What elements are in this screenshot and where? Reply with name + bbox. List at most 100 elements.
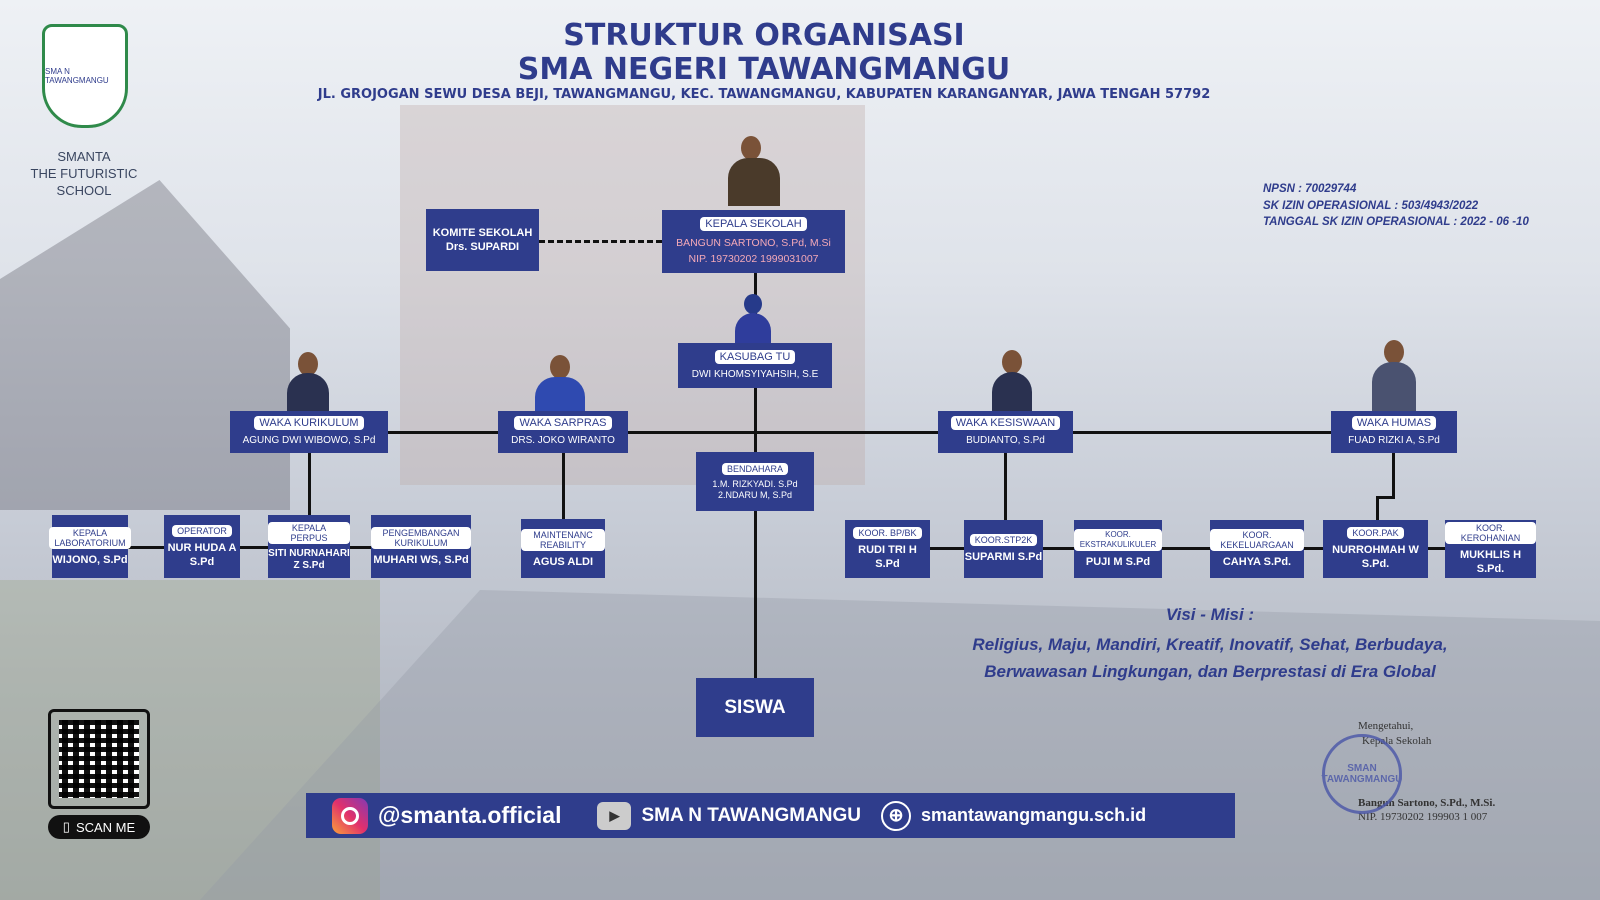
sk-izin: SK IZIN OPERASIONAL : 503/4943/2022 [1263, 199, 1479, 212]
role-label: WAKA SARPRAS [514, 416, 612, 430]
scan-label: SCAN ME [75, 819, 136, 835]
siswa-box: SISWA [696, 678, 814, 737]
background-building-left [0, 180, 290, 510]
scan-me-badge: ▯ SCAN ME [48, 815, 150, 839]
role-label: MAINTENANC REABILITY [521, 528, 605, 551]
waka-horizontal-line [388, 431, 1331, 434]
person-name: AGUNG DWI WIBOWO, S.Pd [242, 435, 376, 446]
person-name: 2.NDARU M, S.Pd [717, 489, 793, 500]
person-name: CAHYA S.Pd. [1222, 556, 1292, 568]
maintenance-box: MAINTENANC REABILITY AGUS ALDI [521, 519, 605, 578]
stamp-text: SMAN TAWANGMANGU [1321, 763, 1403, 785]
background-building [400, 105, 865, 485]
kasubag-box: KASUBAG TU DWI KHOMSYIYAHSIH, S.E [678, 343, 832, 388]
sk-date: TANGGAL SK IZIN OPERASIONAL : 2022 - 06 … [1263, 216, 1529, 228]
role-label: KOOR. KEKELUARGAAN [1210, 529, 1304, 551]
avatar-waka-kesiswaan [992, 348, 1032, 411]
role-label: KEPALA SEKOLAH [700, 217, 807, 231]
motto-line: SMANTA [57, 149, 111, 164]
school-info: NPSN : 70029744 SK IZIN OPERASIONAL : 50… [1263, 181, 1529, 231]
person-name: AGUS ALDI [532, 555, 594, 568]
role-label: KOMITE SEKOLAH [432, 227, 533, 239]
qr-code[interactable] [48, 709, 150, 809]
komite-sekolah-box: KOMITE SEKOLAH Drs. SUPARDI [426, 209, 539, 271]
school-motto: SMANTA THE FUTURISTIC SCHOOL [14, 148, 154, 199]
role-label: WAKA KURIKULUM [254, 416, 364, 430]
koor-kerohanian-box: KOOR. KEROHANIAN MUKHLIS H S.Pd. [1445, 520, 1536, 578]
website-link[interactable]: ⊕ smantawangmangu.sch.id [881, 800, 1147, 831]
role-label: WAKA KESISWAAN [950, 416, 1061, 430]
person-name: MUHARI WS, S.Pd [373, 553, 469, 566]
koor-stp2k-box: KOOR.STP2K SUPARMI S.Pd [964, 520, 1043, 578]
visi-misi: Visi - Misi : Religius, Maju, Mandiri, K… [930, 605, 1490, 685]
youtube-channel: SMA N TAWANGMANGU [641, 804, 862, 826]
signature-nip: NIP. 19730202 199903 1 007 [1358, 811, 1488, 823]
avatar-kepala-sekolah [728, 134, 780, 208]
person-name: WIJONO, S.Pd [52, 553, 128, 566]
person-name: FUAD RIZKI A, S.Pd [1348, 435, 1440, 446]
youtube-icon: ▶ [597, 801, 632, 830]
page-title: STRUKTUR ORGANISASI [563, 18, 965, 53]
person-name: MUKHLIS H S.Pd. [1459, 549, 1522, 575]
role-label: KOOR. BP/BK [853, 527, 922, 539]
role-label: KOOR.PAK [1347, 527, 1404, 539]
avatar-waka-humas [1372, 338, 1416, 411]
role-label: KEPALA LABORATORIUM [49, 526, 131, 549]
website-url: smantawangmangu.sch.id [921, 805, 1147, 825]
waka-humas-box: WAKA HUMAS FUAD RIZKI A, S.Pd [1331, 411, 1457, 453]
role-label: BENDAHARA [721, 462, 788, 475]
komite-connector [539, 240, 662, 243]
waka-kurikulum-box: WAKA KURIKULUM AGUNG DWI WIBOWO, S.Pd [230, 411, 388, 453]
npsn: NPSN : 70029744 [1263, 183, 1357, 195]
person-name: NURROHMAH W S.Pd. [1332, 544, 1419, 570]
person-name: DRS. JOKO WIRANTO [511, 435, 615, 446]
role-label: KOOR. EKSTRAKULIKULER [1074, 529, 1162, 551]
person-name: DWI KHOMSYIYAHSIH, S.E [691, 368, 819, 380]
humas-connector [1392, 453, 1395, 498]
humas-connector [1376, 496, 1395, 499]
logo-text: SMA N TAWANGMANGU [45, 67, 109, 85]
koor-bpbk-box: KOOR. BP/BK RUDI TRI H S.Pd [845, 520, 930, 578]
role-label: WAKA HUMAS [1351, 416, 1437, 430]
signature-known: Mengetahui, [1358, 720, 1414, 732]
koor-kekeluargaan-box: KOOR. KEKELUARGAAN CAHYA S.Pd. [1210, 520, 1304, 578]
role-label: KOOR. KEROHANIAN [1445, 522, 1536, 544]
person-name: BUDIANTO, S.Pd [966, 435, 1045, 446]
kurikulum-connector [308, 453, 311, 515]
kepala-lab-box: KEPALA LABORATORIUM WIJONO, S.Pd [49, 515, 131, 578]
visi-heading: Visi - Misi : [1165, 605, 1255, 624]
waka-sarpras-box: WAKA SARPRAS DRS. JOKO WIRANTO [498, 411, 628, 453]
person-nip: NIP. 19730202 1999031007 [688, 253, 819, 265]
koor-pak-box: KOOR.PAK NURROHMAH W S.Pd. [1323, 520, 1428, 578]
school-name: SMA NEGERI TAWANGMANGU [517, 52, 1011, 87]
instagram-icon [332, 797, 368, 834]
instagram-link[interactable]: @smanta.official [332, 797, 562, 834]
role-label: KOOR.STP2K [969, 534, 1038, 546]
person-name: SITI NURNAHARI Z S.Pd [268, 547, 350, 571]
kesiswaan-connector [1004, 453, 1007, 520]
phone-icon: ▯ [62, 819, 70, 834]
person-name: SUPARMI S.Pd [964, 551, 1043, 563]
visi-text: Religius, Maju, Mandiri, Kreatif, Inovat… [972, 635, 1448, 654]
role-label: KEPALA PERPUS [268, 521, 350, 544]
kepala-perpus-box: KEPALA PERPUS SITI NURNAHARI Z S.Pd [268, 515, 350, 578]
motto-line: SCHOOL [56, 183, 112, 198]
role-label: SISWA [724, 696, 786, 718]
avatar-waka-kurikulum [287, 350, 329, 411]
school-address: JL. GROJOGAN SEWU DESA BEJI, TAWANGMANGU… [317, 87, 1211, 102]
instagram-handle: @smanta.official [378, 802, 562, 828]
visi-text: Berwawasan Lingkungan, dan Berprestasi d… [984, 662, 1436, 681]
person-name: RUDI TRI H S.Pd [858, 544, 917, 570]
pengembangan-kurikulum-box: PENGEMBANGAN KURIKULUM MUHARI WS, S.Pd [371, 515, 471, 578]
school-stamp: SMAN TAWANGMANGU [1322, 734, 1402, 814]
globe-icon: ⊕ [881, 800, 912, 831]
person-name: BANGUN SARTONO, S.Pd, M.Si [676, 237, 831, 249]
person-name: 1.M. RIZKYADI. S.Pd [712, 478, 798, 489]
signature-block: Mengetahui, Kepala Sekolah SMAN TAWANGMA… [1320, 720, 1540, 823]
motto-line: THE FUTURISTIC [30, 166, 138, 181]
youtube-link[interactable]: ▶ SMA N TAWANGMANGU [597, 801, 862, 830]
school-logo: SMA N TAWANGMANGU [42, 24, 128, 128]
role-label: PENGEMBANGAN KURIKULUM [371, 526, 471, 549]
